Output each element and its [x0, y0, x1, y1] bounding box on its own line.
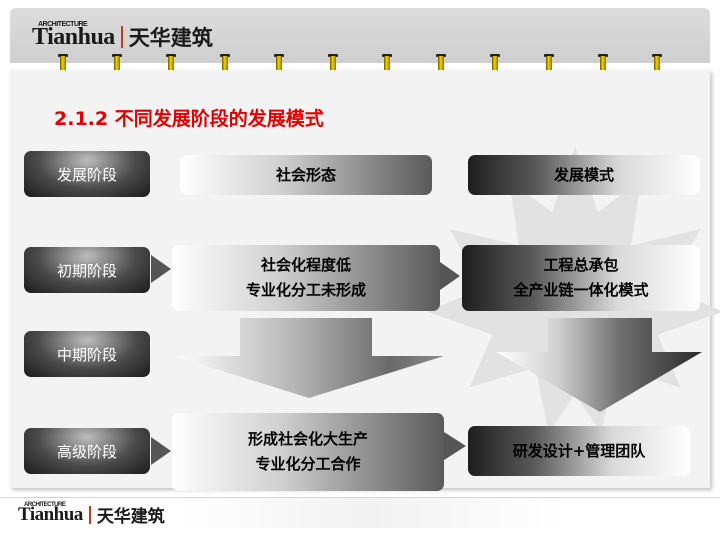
advanced-social-line-1: 形成社会化大生产	[247, 430, 368, 448]
stage-advanced: 高级阶段	[24, 428, 150, 474]
stage-header: 发展阶段	[24, 151, 150, 197]
logo-cn-text: 天华建筑	[128, 25, 213, 50]
down-arrow-social-icon	[174, 318, 444, 398]
advanced-social-line-2: 专业化分工合作	[255, 455, 361, 473]
column-header-social: 社会形态	[180, 155, 432, 195]
logo-separator	[120, 26, 123, 48]
footer-logo-architecture-text: ARCHITECTURE	[24, 501, 66, 508]
footer-logo: ARCHITECTURE Tianhua 天华建筑	[18, 501, 165, 528]
early-mode-box: 工程总承包 全产业链一体化模式	[462, 245, 700, 311]
advanced-social-box: 形成社会化大生产 专业化分工合作	[172, 413, 444, 491]
slide-title: 2.1.2 不同发展阶段的发展模式	[54, 108, 324, 130]
early-social-line-2: 专业化分工未形成	[245, 281, 366, 299]
down-arrow-mode-icon	[496, 318, 702, 412]
footer-logo-separator	[88, 505, 91, 524]
stage-early: 初期阶段	[24, 247, 150, 293]
footer-divider	[0, 497, 720, 498]
logo-architecture-text: ARCHITECTURE	[38, 20, 88, 28]
right-arrow-icon	[444, 432, 466, 460]
advanced-mode-line-1: 研发设计+管理团队	[512, 441, 646, 460]
early-mode-line-2: 全产业链一体化模式	[513, 281, 649, 299]
right-arrow-icon	[151, 437, 171, 465]
column-header-social-text: 社会形态	[275, 165, 336, 184]
column-header-mode: 发展模式	[468, 155, 700, 195]
right-arrow-icon	[151, 255, 171, 283]
right-arrow-icon	[440, 262, 460, 290]
early-social-line-1: 社会化程度低	[260, 256, 351, 274]
header-logo: ARCHITECTURE Tianhua 天华建筑	[32, 20, 213, 52]
column-header-mode-text: 发展模式	[553, 165, 614, 184]
early-social-box: 社会化程度低 专业化分工未形成	[172, 245, 440, 311]
stage-middle: 中期阶段	[24, 331, 150, 377]
footer-logo-tianhua-text: Tianhua	[18, 503, 83, 525]
logo-tianhua-text: Tianhua	[32, 23, 115, 50]
footer-band	[175, 498, 565, 528]
footer-logo-cn-text: 天华建筑	[96, 507, 165, 527]
early-mode-line-1: 工程总承包	[543, 256, 619, 274]
advanced-mode-box: 研发设计+管理团队	[468, 426, 690, 476]
header-bar	[10, 8, 710, 63]
